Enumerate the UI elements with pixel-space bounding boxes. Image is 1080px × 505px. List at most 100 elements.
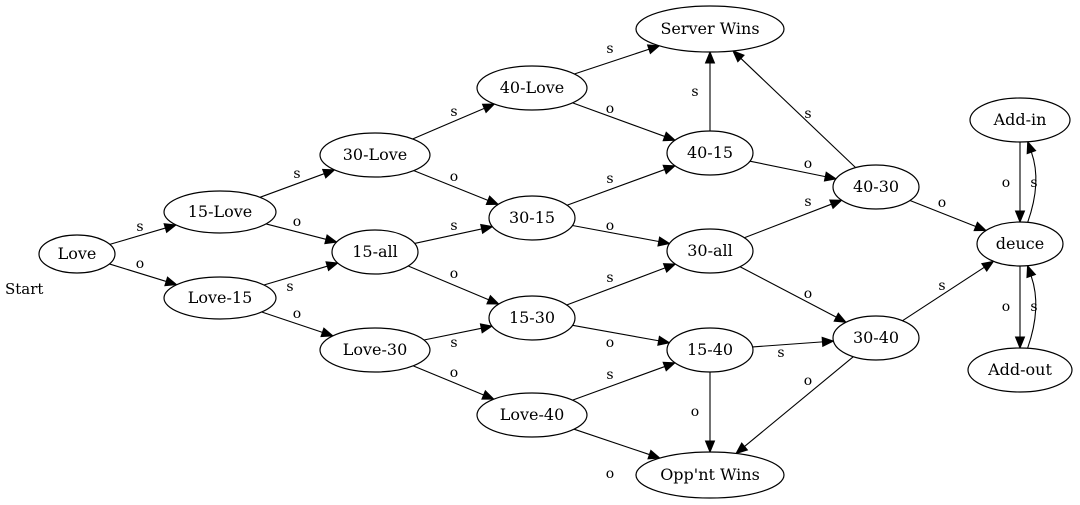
edge-15-30-to-15-40: o	[572, 324, 671, 351]
edge-line	[412, 107, 485, 140]
edge-label: o	[606, 335, 614, 351]
edge-line	[902, 266, 985, 322]
edge-15-40-to-30-40: s	[752, 336, 835, 361]
edge-label: s	[136, 219, 143, 235]
edge-15-love-to-15-all: o	[265, 214, 338, 245]
edge-line	[265, 223, 327, 240]
arrowhead-icon	[481, 389, 496, 400]
edge-label: o	[1002, 299, 1010, 315]
arrowhead-icon	[823, 171, 838, 182]
arrowhead-icon	[163, 223, 178, 234]
node-30-all: 30-all	[666, 228, 754, 274]
edge-line	[744, 203, 832, 239]
edge-label: s	[450, 218, 457, 234]
node-love-15: Love-15	[163, 276, 277, 320]
edge-line	[413, 170, 489, 201]
node-oppnt-wins: Opp'nt Wins	[635, 451, 785, 499]
node-label: 40-30	[853, 177, 899, 196]
edge-label: s	[606, 171, 613, 187]
node-label: Opp'nt Wins	[660, 465, 760, 484]
edge-label: s	[606, 270, 613, 286]
edge-label: o	[938, 195, 946, 211]
node-ellipse	[163, 190, 277, 234]
node-label: 40-Love	[500, 78, 565, 97]
edge-line	[1027, 151, 1037, 223]
node-ellipse	[666, 327, 754, 373]
edge-line	[1027, 275, 1037, 349]
edge-15-40-to-oppnt-wins: o	[691, 372, 716, 454]
arrowhead-icon	[704, 50, 716, 64]
edge-30-15-to-30-all: o	[572, 218, 671, 247]
edge-line	[572, 102, 665, 137]
node-love: Love	[38, 234, 116, 274]
arrowhead-icon	[647, 449, 662, 460]
edge-label: s	[286, 279, 293, 295]
arrowhead-icon	[980, 260, 995, 272]
arrowhead-icon	[704, 440, 716, 454]
edge-deuce-to-add-out: o	[1002, 266, 1026, 350]
node-ellipse	[319, 327, 431, 373]
edge-label: o	[293, 214, 301, 230]
arrowhead-icon	[485, 195, 500, 206]
edge-40-love-to-40-15: o	[572, 101, 677, 142]
edge-line	[109, 263, 167, 282]
edge-label: s	[1030, 175, 1037, 191]
node-ellipse	[331, 229, 419, 275]
edge-label: o	[136, 256, 144, 272]
nodes-layer: Love15-LoveLove-1530-Love15-allLove-3040…	[38, 5, 1073, 499]
arrowhead-icon	[325, 261, 340, 272]
arrowhead-icon	[324, 234, 338, 245]
edge-30-love-to-30-15: o	[413, 169, 500, 206]
edge-label: s	[293, 166, 300, 182]
node-ellipse	[488, 295, 576, 341]
edge-label: s	[691, 84, 698, 100]
arrowhead-icon	[732, 49, 745, 63]
node-label: Love-40	[500, 405, 565, 424]
arrowhead-icon	[1026, 140, 1037, 155]
edge-30-15-to-40-15: s	[566, 164, 677, 206]
edge-40-30-to-server-wins: s	[732, 49, 857, 169]
node-15-love: 15-Love	[163, 190, 277, 234]
arrowhead-icon	[1014, 210, 1026, 224]
edge-deuce-to-add-in: s	[1026, 140, 1038, 223]
node-ellipse	[38, 234, 116, 274]
edge-40-15-to-server-wins: s	[691, 50, 716, 131]
edge-add-out-to-deuce: s	[1026, 264, 1038, 349]
edge-40-15-to-40-30: o	[749, 156, 838, 182]
node-15-40: 15-40	[666, 327, 754, 373]
edge-love-15-to-15-all: s	[263, 261, 340, 295]
edge-line	[740, 58, 857, 169]
arrowhead-icon	[480, 223, 494, 235]
arrowhead-icon	[833, 312, 848, 323]
edge-line	[572, 224, 659, 243]
node-label: 30-all	[687, 241, 733, 260]
arrowhead-icon	[486, 294, 500, 305]
node-ellipse	[666, 228, 754, 274]
node-love-30: Love-30	[319, 327, 431, 373]
edge-label: o	[450, 266, 458, 282]
edge-label: o	[804, 286, 812, 302]
node-ellipse	[476, 65, 588, 111]
node-label: Love-15	[188, 288, 253, 307]
edge-line	[739, 266, 837, 318]
arrowhead-icon	[662, 361, 677, 372]
node-label: 15-40	[687, 340, 733, 359]
edge-line	[109, 227, 166, 245]
edge-line	[572, 366, 665, 401]
arrowhead-icon	[164, 276, 178, 287]
node-40-love: 40-Love	[476, 65, 588, 111]
edge-30-love-to-40-love: s	[412, 103, 496, 140]
edge-love-to-love-15: o	[109, 256, 178, 287]
arrowhead-icon	[662, 164, 677, 175]
node-30-love: 30-Love	[319, 132, 431, 178]
edge-love-30-to-love-40: o	[413, 365, 496, 400]
node-label: 15-30	[509, 308, 555, 327]
edge-label: o	[804, 373, 812, 389]
edge-line	[414, 228, 482, 244]
edge-love-40-to-oppnt-wins: o	[573, 428, 662, 482]
node-30-40: 30-40	[832, 315, 920, 361]
edge-line	[909, 199, 976, 228]
arrowhead-icon	[735, 442, 749, 455]
